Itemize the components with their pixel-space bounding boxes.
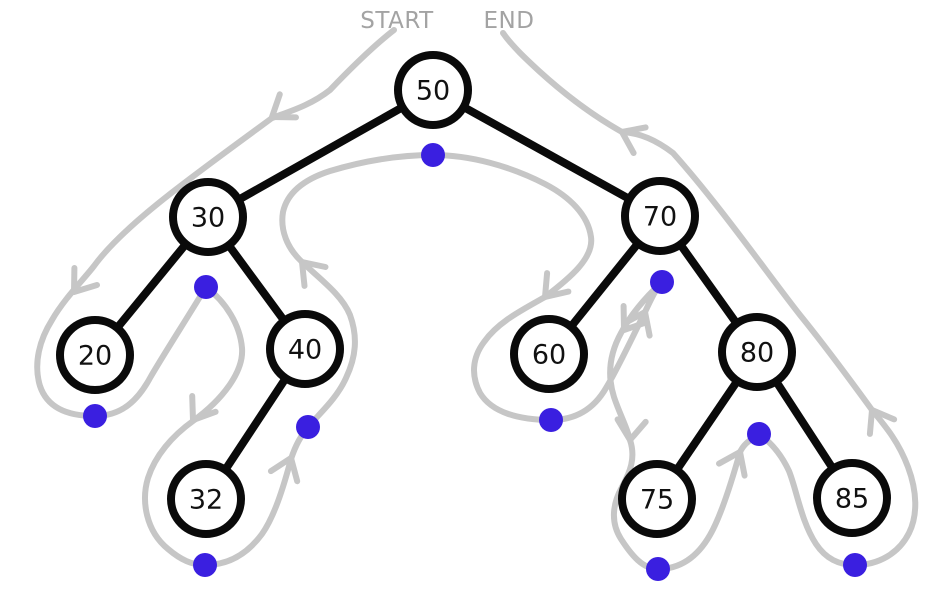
direction-arrow [189, 393, 219, 423]
tree-node-85 [813, 459, 891, 537]
visit-dot-50 [421, 143, 445, 167]
tree-edge-50-70 [431, 86, 662, 220]
visit-dots-layer [83, 143, 867, 581]
tree-node-value-75: 75 [640, 485, 674, 516]
tree-nodes-layer: 50 30 70 20 40 60 80 32 75 85 [56, 51, 891, 538]
direction-arrow [614, 416, 649, 443]
visit-dot-70 [650, 270, 674, 294]
tree-node-value-40: 40 [288, 335, 322, 366]
tree-node-30 [169, 178, 247, 256]
visit-dot-30 [194, 275, 218, 299]
visit-dot-85 [843, 553, 867, 577]
direction-arrow [620, 303, 650, 333]
tree-node-50 [394, 51, 472, 129]
tree-node-value-80: 80 [740, 338, 774, 369]
tree-node-80 [718, 313, 796, 391]
direction-arrow [267, 455, 301, 485]
tree-node-40 [266, 310, 344, 388]
tree-node-value-32: 32 [189, 485, 223, 516]
start-label: START [360, 8, 434, 34]
direction-arrows-layer [71, 91, 898, 485]
end-label: END [484, 8, 535, 34]
direction-arrow [542, 270, 572, 300]
tree-node-value-60: 60 [532, 340, 566, 371]
visit-dot-60 [539, 408, 563, 432]
tree-node-value-30: 30 [191, 203, 225, 234]
visit-dot-80 [747, 422, 771, 446]
visit-dot-32 [193, 553, 217, 577]
endpoint-labels-layer: START END [360, 8, 534, 34]
tree-node-75 [618, 460, 696, 538]
tree-node-value-85: 85 [835, 484, 869, 515]
direction-arrow [269, 91, 299, 121]
direction-arrow [866, 407, 898, 437]
tree-node-60 [510, 315, 588, 393]
tree-node-value-70: 70 [643, 202, 677, 233]
direction-arrow [619, 124, 649, 156]
tree-edge-50-30 [206, 86, 435, 221]
direction-arrow [71, 265, 100, 295]
tree-node-value-20: 20 [78, 341, 112, 372]
visit-dot-40 [296, 415, 320, 439]
tree-node-value-50: 50 [416, 76, 450, 107]
tree-node-70 [621, 177, 699, 255]
direction-arrow [299, 259, 329, 289]
direction-arrow [621, 309, 653, 339]
tree-node-20 [56, 316, 134, 394]
visit-dot-20 [83, 404, 107, 428]
direction-arrow [716, 449, 748, 479]
tree-node-32 [167, 460, 245, 538]
visit-dot-75 [646, 557, 670, 581]
